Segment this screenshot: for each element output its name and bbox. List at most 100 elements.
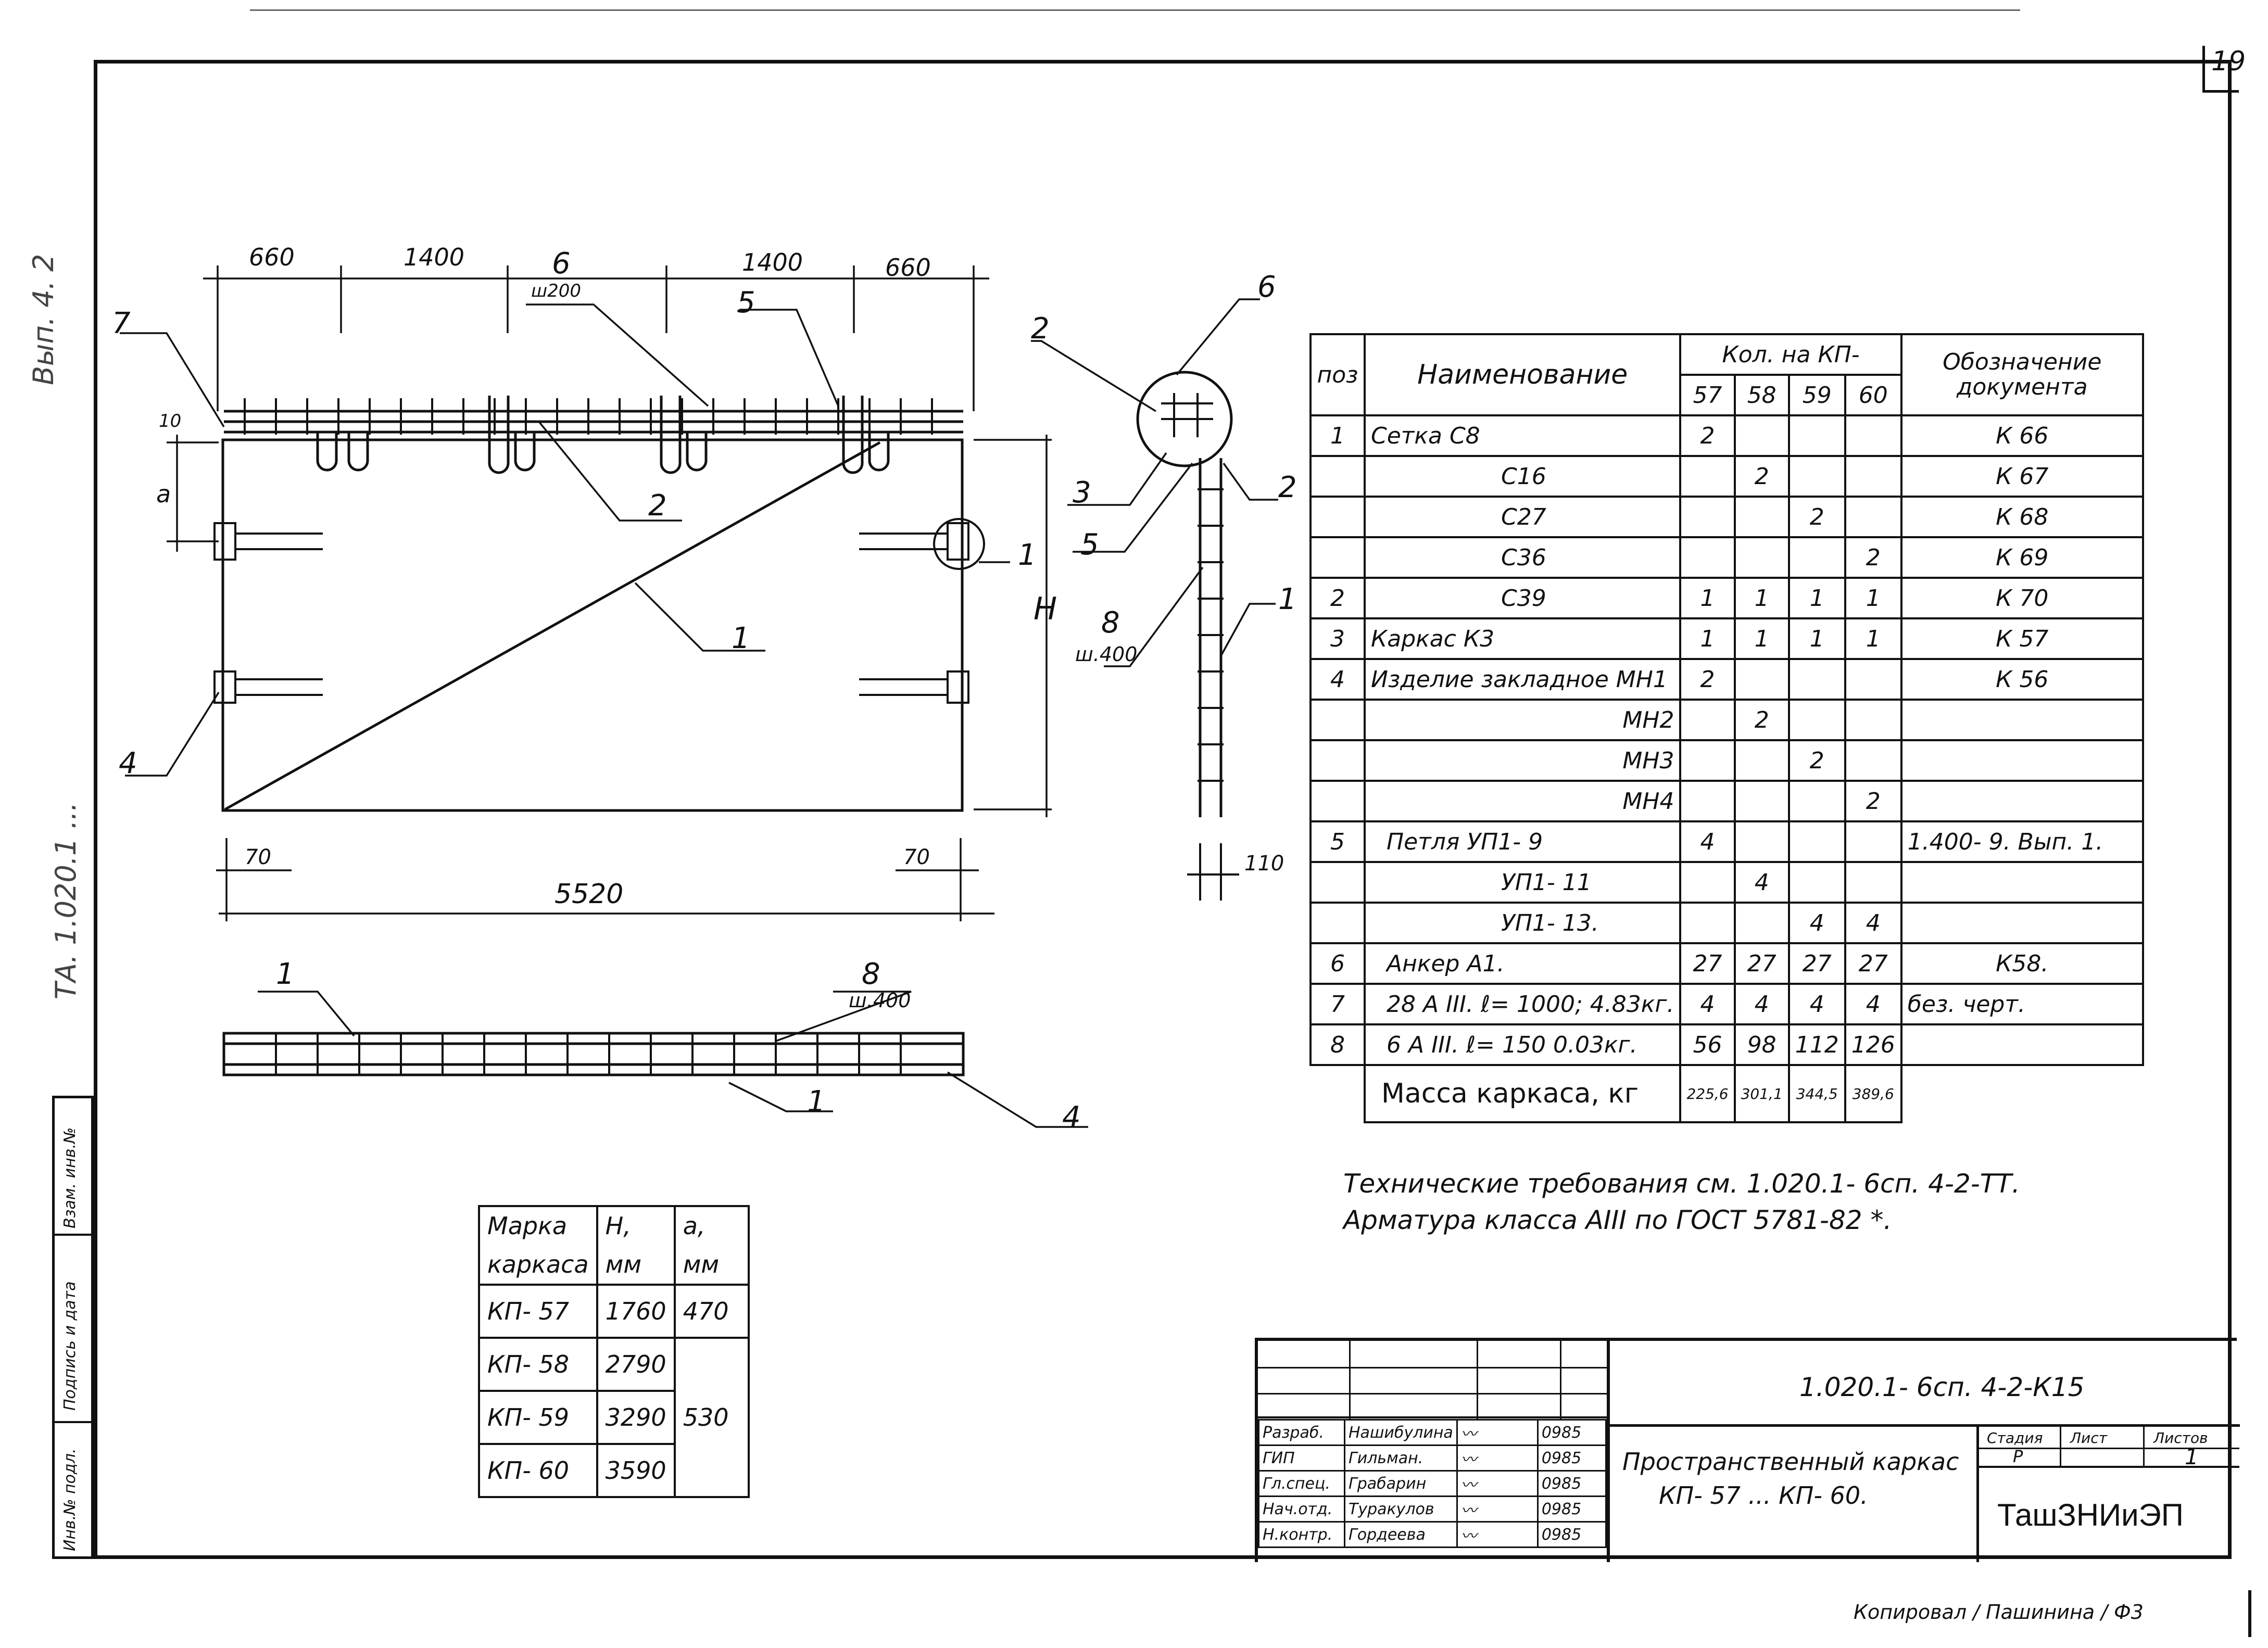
stage-header: Стадия: [1987, 1429, 2043, 1447]
dim-70-left: 70: [245, 845, 271, 869]
cell-q58: 1: [1733, 577, 1790, 619]
cell-pos: [1309, 902, 1366, 944]
cell-q60: 2: [1844, 536, 1902, 579]
cell-pos: 4: [1309, 658, 1366, 701]
stage-value: Р: [2013, 1447, 2023, 1466]
staff-signature: 〰: [1456, 1419, 1539, 1446]
cell-q57: 1: [1679, 617, 1736, 660]
header-H: H,: [605, 1212, 631, 1240]
cell-name: МН4: [1363, 780, 1682, 822]
strip-cell-label: Инв.№ подл.: [61, 1448, 79, 1551]
note-reinforcement-class: Арматура класса АIII по ГОСТ 5781-82 *.: [1343, 1205, 1892, 1235]
cell-name: 6 А III. ℓ= 150 0.03кг.: [1363, 1023, 1682, 1066]
cell-mark: КП- 60: [478, 1443, 598, 1499]
col-header-pos: поз: [1309, 333, 1366, 416]
header-a-unit: мм: [683, 1250, 720, 1278]
document-title-line2: КП- 57 ... КП- 60.: [1659, 1481, 1868, 1510]
cell-q58: [1733, 658, 1790, 701]
cell-q57: [1679, 861, 1736, 904]
detail-circle: [933, 518, 985, 570]
cell-H: 1760: [596, 1284, 676, 1339]
cell-pos: 2: [1309, 577, 1366, 619]
lifting-loop: [316, 432, 338, 472]
col-header-58: 58: [1733, 374, 1790, 416]
table-row: КП- 59 3290: [478, 1390, 749, 1446]
callout-7: 7: [112, 307, 131, 340]
header-H-unit: мм: [605, 1250, 642, 1278]
cell-name: 28 А III. ℓ= 1000; 4.83кг.: [1363, 983, 1682, 1025]
lifting-loop: [842, 396, 864, 474]
staff-signature: 〰: [1456, 1444, 1539, 1472]
stage-cell-divider: [1979, 1448, 2239, 1449]
cell-H: 2790: [596, 1337, 676, 1392]
cell-q58: [1733, 496, 1790, 538]
table-row: Разраб. Нашибулина 〰 0985: [1258, 1419, 1607, 1446]
cell-doc: К 67: [1900, 455, 2144, 498]
cell-q58: [1733, 820, 1790, 863]
mass-58: 301,1: [1733, 1064, 1790, 1123]
dim-110: 110: [1244, 852, 1284, 876]
staff-date: 0985: [1536, 1495, 1607, 1523]
cell-pos: 6: [1309, 942, 1366, 985]
cell-pos: 5: [1309, 820, 1366, 863]
cell-q57: [1679, 496, 1736, 538]
cell-doc: [1900, 739, 2144, 782]
cell-q59: 112: [1787, 1023, 1846, 1066]
stage-cell-divider: [2060, 1427, 2061, 1466]
cell-q57: 2: [1679, 658, 1736, 701]
cell-name: С16: [1363, 455, 1682, 498]
cell-name: МН3: [1363, 739, 1682, 782]
title-block: Разраб. Нашибулина 〰 0985 ГИП Гильман. 〰…: [1255, 1338, 2240, 1562]
table-row: ГИП Гильман. 〰 0985: [1258, 1444, 1607, 1472]
plan-view-outline: [222, 1032, 965, 1076]
cell-q59: 27: [1787, 942, 1846, 985]
sheets-header: Листов: [2153, 1429, 2208, 1447]
staff-role: Гл.спец.: [1258, 1470, 1345, 1497]
staff-date: 0985: [1536, 1444, 1607, 1472]
copied-by: Копировал / Пашинина / Ф3: [1854, 1601, 2144, 1624]
cell-doc: [1900, 861, 2144, 904]
cell-q58: 1: [1733, 617, 1790, 660]
cell-name: Каркас К3: [1363, 617, 1682, 660]
table-row: УП1- 13. 4 4: [1309, 902, 2144, 944]
table-row: 4 Изделие закладное МН1 2 К 56: [1309, 658, 2144, 701]
cell-q58: 2: [1733, 699, 1790, 741]
cell-q60: [1844, 861, 1902, 904]
callout-2-side-right: 2: [1278, 471, 1297, 504]
cell-q59: [1787, 820, 1846, 863]
cell-doc: К 69: [1900, 536, 2144, 579]
mark-table: Марка каркаса H, мм a, мм КП- 57 1760 47…: [478, 1205, 750, 1499]
detail-circle-top: [1136, 371, 1233, 467]
mass-59: 344,5: [1787, 1064, 1846, 1123]
sheet-header: Лист: [2070, 1429, 2107, 1447]
cell-q57: [1679, 536, 1736, 579]
header-a: a,: [683, 1212, 705, 1240]
table-row: КП- 57 1760 470: [478, 1284, 750, 1339]
col-header-name: Наименование: [1363, 333, 1682, 416]
cell-q60: [1844, 455, 1902, 498]
cell-q58: 27: [1733, 942, 1790, 985]
cell-name: Изделие закладное МН1: [1363, 658, 1682, 701]
strip-cell-label: Подпись и дата: [61, 1281, 79, 1411]
cell-q58: 4: [1733, 983, 1790, 1025]
note-tech-requirements: Технические требования см. 1.020.1- 6сп.…: [1343, 1169, 2020, 1199]
cell-q60: 27: [1844, 942, 1902, 985]
callout-6: 6: [552, 247, 571, 281]
cell-name: Анкер А1.: [1363, 942, 1682, 985]
top-scan-line: [250, 9, 2020, 11]
dim-10: 10: [159, 411, 181, 432]
callout-1-side: 1: [1278, 582, 1297, 616]
cell-mark: КП- 58: [478, 1337, 598, 1392]
table-row: 1 Сетка С8 2 К 66: [1309, 414, 2144, 457]
sheets-value: 1: [2185, 1444, 2199, 1469]
callout-2: 2: [648, 489, 667, 523]
cell-doc: К58.: [1900, 942, 2144, 985]
cell-q57: [1679, 699, 1736, 741]
table-row: КП- 58 2790 530: [478, 1337, 750, 1499]
dim-total: 5520: [555, 879, 623, 910]
staff-name: Гильман.: [1344, 1444, 1458, 1472]
cell-pos: [1309, 739, 1366, 782]
staff-name: Туракулов: [1344, 1495, 1458, 1523]
embedded-item: [213, 670, 236, 704]
staff-role: Н.контр.: [1258, 1521, 1345, 1548]
